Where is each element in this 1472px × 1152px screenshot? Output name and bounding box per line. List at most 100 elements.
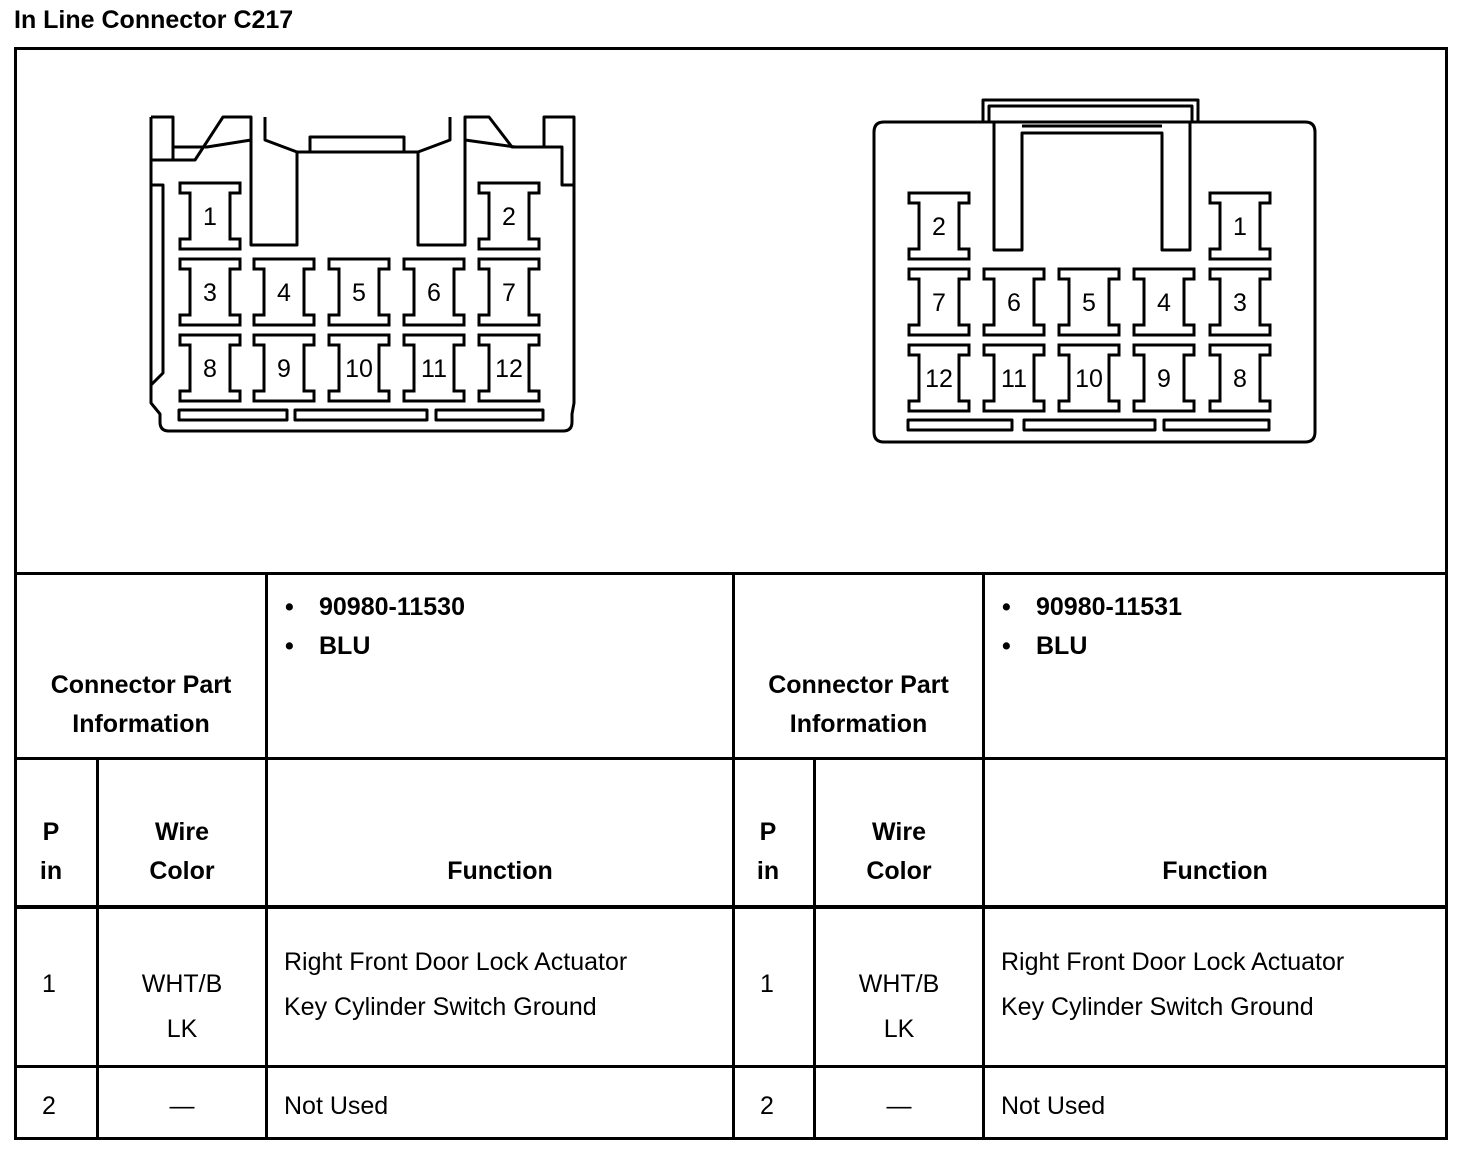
wire-color-header: Wire Color — [99, 813, 265, 891]
connector-color: BLU — [279, 627, 719, 666]
header-line: P — [42, 818, 60, 846]
divider-line — [96, 757, 99, 1137]
pin-cavity — [1208, 267, 1272, 337]
wire-color-header: Wire Color — [816, 813, 982, 891]
pin-number-label: 5 — [352, 279, 366, 307]
divider-line — [17, 757, 1445, 760]
info-label-line: Connector Part — [50, 671, 232, 699]
row-wire-color: — — [169, 1092, 195, 1120]
pin-cavity — [907, 343, 971, 413]
connector-part-info-label: Connector Part Information — [735, 666, 982, 744]
pin-cavity — [477, 333, 541, 403]
function-line: Key Cylinder Switch Ground — [284, 993, 597, 1021]
pin-cavity — [1057, 343, 1121, 413]
pin-cavity — [252, 257, 316, 327]
info-label-line: Connector Part — [768, 671, 949, 699]
row-pin: 2 — [760, 1092, 774, 1120]
connector-part-info-list: 90980-11531 BLU — [996, 588, 1436, 666]
row-function: Not Used — [1001, 1092, 1106, 1120]
divider-line — [982, 572, 985, 1137]
pin-number-label: 8 — [203, 355, 217, 383]
pin-number-label: 12 — [495, 355, 523, 383]
pin-cavity — [402, 257, 466, 327]
pin-number-label: 7 — [502, 279, 516, 307]
row-wire-color: WHT/B LK — [99, 962, 265, 1052]
connector-part-info-list: 90980-11530 BLU — [279, 588, 719, 666]
pin-header: P in — [17, 813, 85, 891]
row-function: Not Used — [284, 1092, 389, 1120]
pin-number-label: 1 — [1233, 213, 1247, 241]
pin-cavity — [982, 267, 1046, 337]
pin-number-label: 11 — [1001, 365, 1027, 393]
left-connector-housing — [149, 115, 576, 433]
pin-cavity — [1057, 267, 1121, 337]
pin-number-label: 7 — [932, 289, 946, 317]
row-pin: 1 — [760, 970, 774, 998]
pin-number-label: 9 — [1157, 365, 1171, 393]
pin-number-label: 2 — [932, 213, 946, 241]
pin-number-label: 12 — [925, 365, 953, 393]
pin-cavity — [1208, 343, 1272, 413]
pin-number-label: 3 — [203, 279, 217, 307]
divider-line — [813, 757, 816, 1137]
right-connector-pins: 2 1 7 6 5 4 3 12 11 10 9 8 — [907, 191, 1272, 413]
pin-cavity — [178, 181, 242, 251]
pin-cavity — [327, 333, 391, 403]
divider-line — [17, 572, 1445, 575]
part-number: 90980-11531 — [996, 588, 1436, 627]
info-label-line: Information — [789, 710, 928, 738]
header-line: Wire — [872, 818, 926, 846]
part-number: 90980-11530 — [279, 588, 719, 627]
divider-line — [17, 905, 1445, 909]
row-function: Right Front Door Lock Actuator Key Cylin… — [1001, 940, 1441, 1030]
pin-cavity — [402, 333, 466, 403]
pin-number-label: 2 — [502, 203, 516, 231]
pin-number-label: 6 — [1007, 289, 1021, 317]
pin-number-label: 5 — [1082, 289, 1096, 317]
row-pin: 2 — [42, 1092, 56, 1120]
pin-number-label: 10 — [345, 355, 373, 383]
pin-cavity — [1132, 267, 1196, 337]
pin-cavity — [1208, 191, 1272, 261]
function-line: Right Front Door Lock Actuator — [284, 948, 628, 976]
header-line: P — [759, 818, 777, 846]
pin-cavity — [1132, 343, 1196, 413]
pin-number-label: 10 — [1075, 365, 1103, 393]
pin-number-label: 11 — [421, 355, 447, 383]
pin-number-label: 8 — [1233, 365, 1247, 393]
function-header: Function — [447, 857, 553, 885]
pin-number-label: 1 — [203, 203, 217, 231]
pin-number-label: 4 — [277, 279, 291, 307]
header-line: in — [39, 857, 63, 885]
row-pin: 1 — [42, 970, 56, 998]
pin-cavity — [178, 333, 242, 403]
row-wire-color: — — [886, 1092, 912, 1120]
wire-line: WHT/B — [141, 970, 223, 998]
pin-cavity — [327, 257, 391, 327]
pin-number-label: 9 — [277, 355, 291, 383]
page-title: In Line Connector C217 — [14, 6, 294, 34]
pin-cavity — [477, 257, 541, 327]
divider-line — [732, 572, 735, 1137]
header-line: Wire — [155, 818, 209, 846]
wire-line: LK — [883, 1015, 915, 1043]
wire-line: WHT/B — [858, 970, 940, 998]
row-wire-color: WHT/B LK — [816, 962, 982, 1052]
header-line: Color — [149, 857, 215, 885]
divider-line — [17, 1065, 1445, 1068]
function-line: Right Front Door Lock Actuator — [1001, 948, 1345, 976]
pin-cavity — [252, 333, 316, 403]
function-header: Function — [1162, 857, 1268, 885]
header-line: in — [756, 857, 780, 885]
header-line: Color — [866, 857, 932, 885]
pin-number-label: 4 — [1157, 289, 1171, 317]
pin-cavity — [178, 257, 242, 327]
right-connector-housing — [872, 98, 1317, 444]
pin-number-label: 3 — [1233, 289, 1247, 317]
function-line: Key Cylinder Switch Ground — [1001, 993, 1314, 1021]
pin-cavity — [907, 191, 971, 261]
